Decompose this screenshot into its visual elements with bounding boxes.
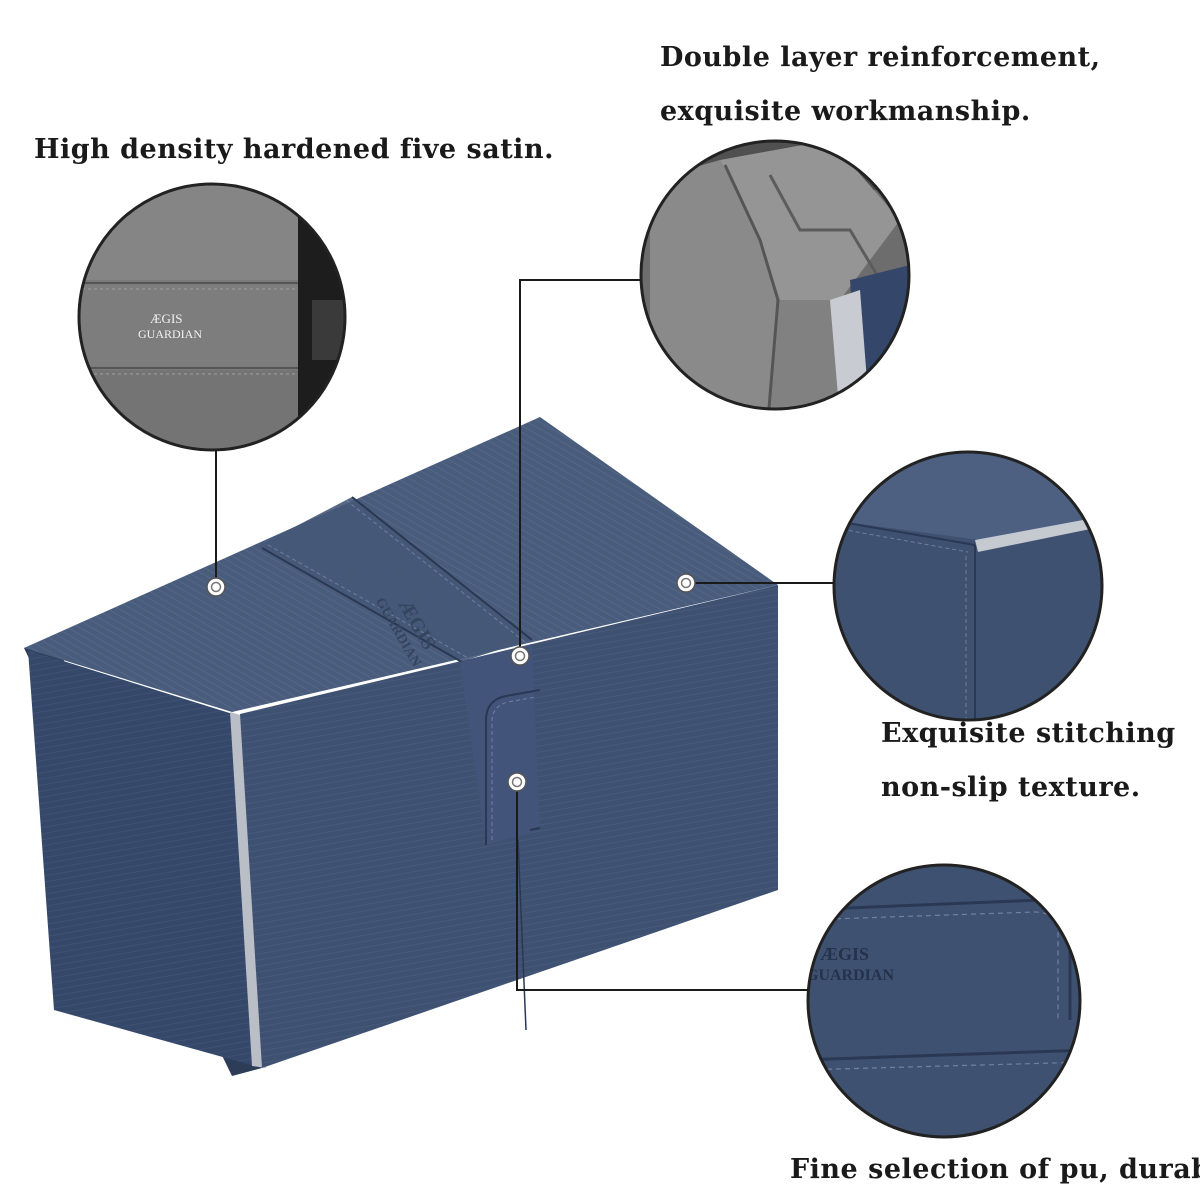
caption-stitching-line2: non-slip texture.: [881, 772, 1141, 803]
hotspot-corner: [676, 573, 696, 593]
callout-dividers: [639, 139, 911, 411]
leader-lines: [215, 279, 834, 991]
callout-strap: ÆGIS GUARDIAN: [806, 863, 1082, 1139]
hotspot-strap: [507, 772, 527, 792]
strap-logo: ÆGIS GUARDIAN: [806, 944, 894, 984]
hotspots: [206, 573, 696, 792]
svg-text:ÆGIS: ÆGIS: [820, 944, 869, 964]
hotspot-dividers: [510, 646, 530, 666]
box-top-band: [258, 497, 530, 662]
callout-felt: ÆGIS GUARDIAN: [77, 182, 347, 452]
svg-text:GUARDIAN: GUARDIAN: [806, 967, 894, 984]
callout-corner: [832, 450, 1104, 722]
felt-logo: ÆGIS GUARDIAN: [138, 311, 202, 341]
caption-stitching-line1: Exquisite stitching: [881, 718, 1176, 749]
svg-text:GUARDIAN: GUARDIAN: [138, 327, 202, 341]
caption-durable: Fine selection of pu, durable.: [790, 1154, 1200, 1185]
caption-reinforcement-line1: Double layer reinforcement,: [660, 42, 1101, 73]
hotspot-felt: [206, 577, 226, 597]
box-left-face: [28, 650, 262, 1068]
caption-reinforcement-line2: exquisite workmanship.: [660, 96, 1031, 127]
caption-felt: High density hardened five satin.: [34, 134, 554, 165]
svg-text:ÆGIS: ÆGIS: [150, 311, 183, 326]
card-box: ÆGIS GUARDIAN: [24, 417, 778, 1076]
